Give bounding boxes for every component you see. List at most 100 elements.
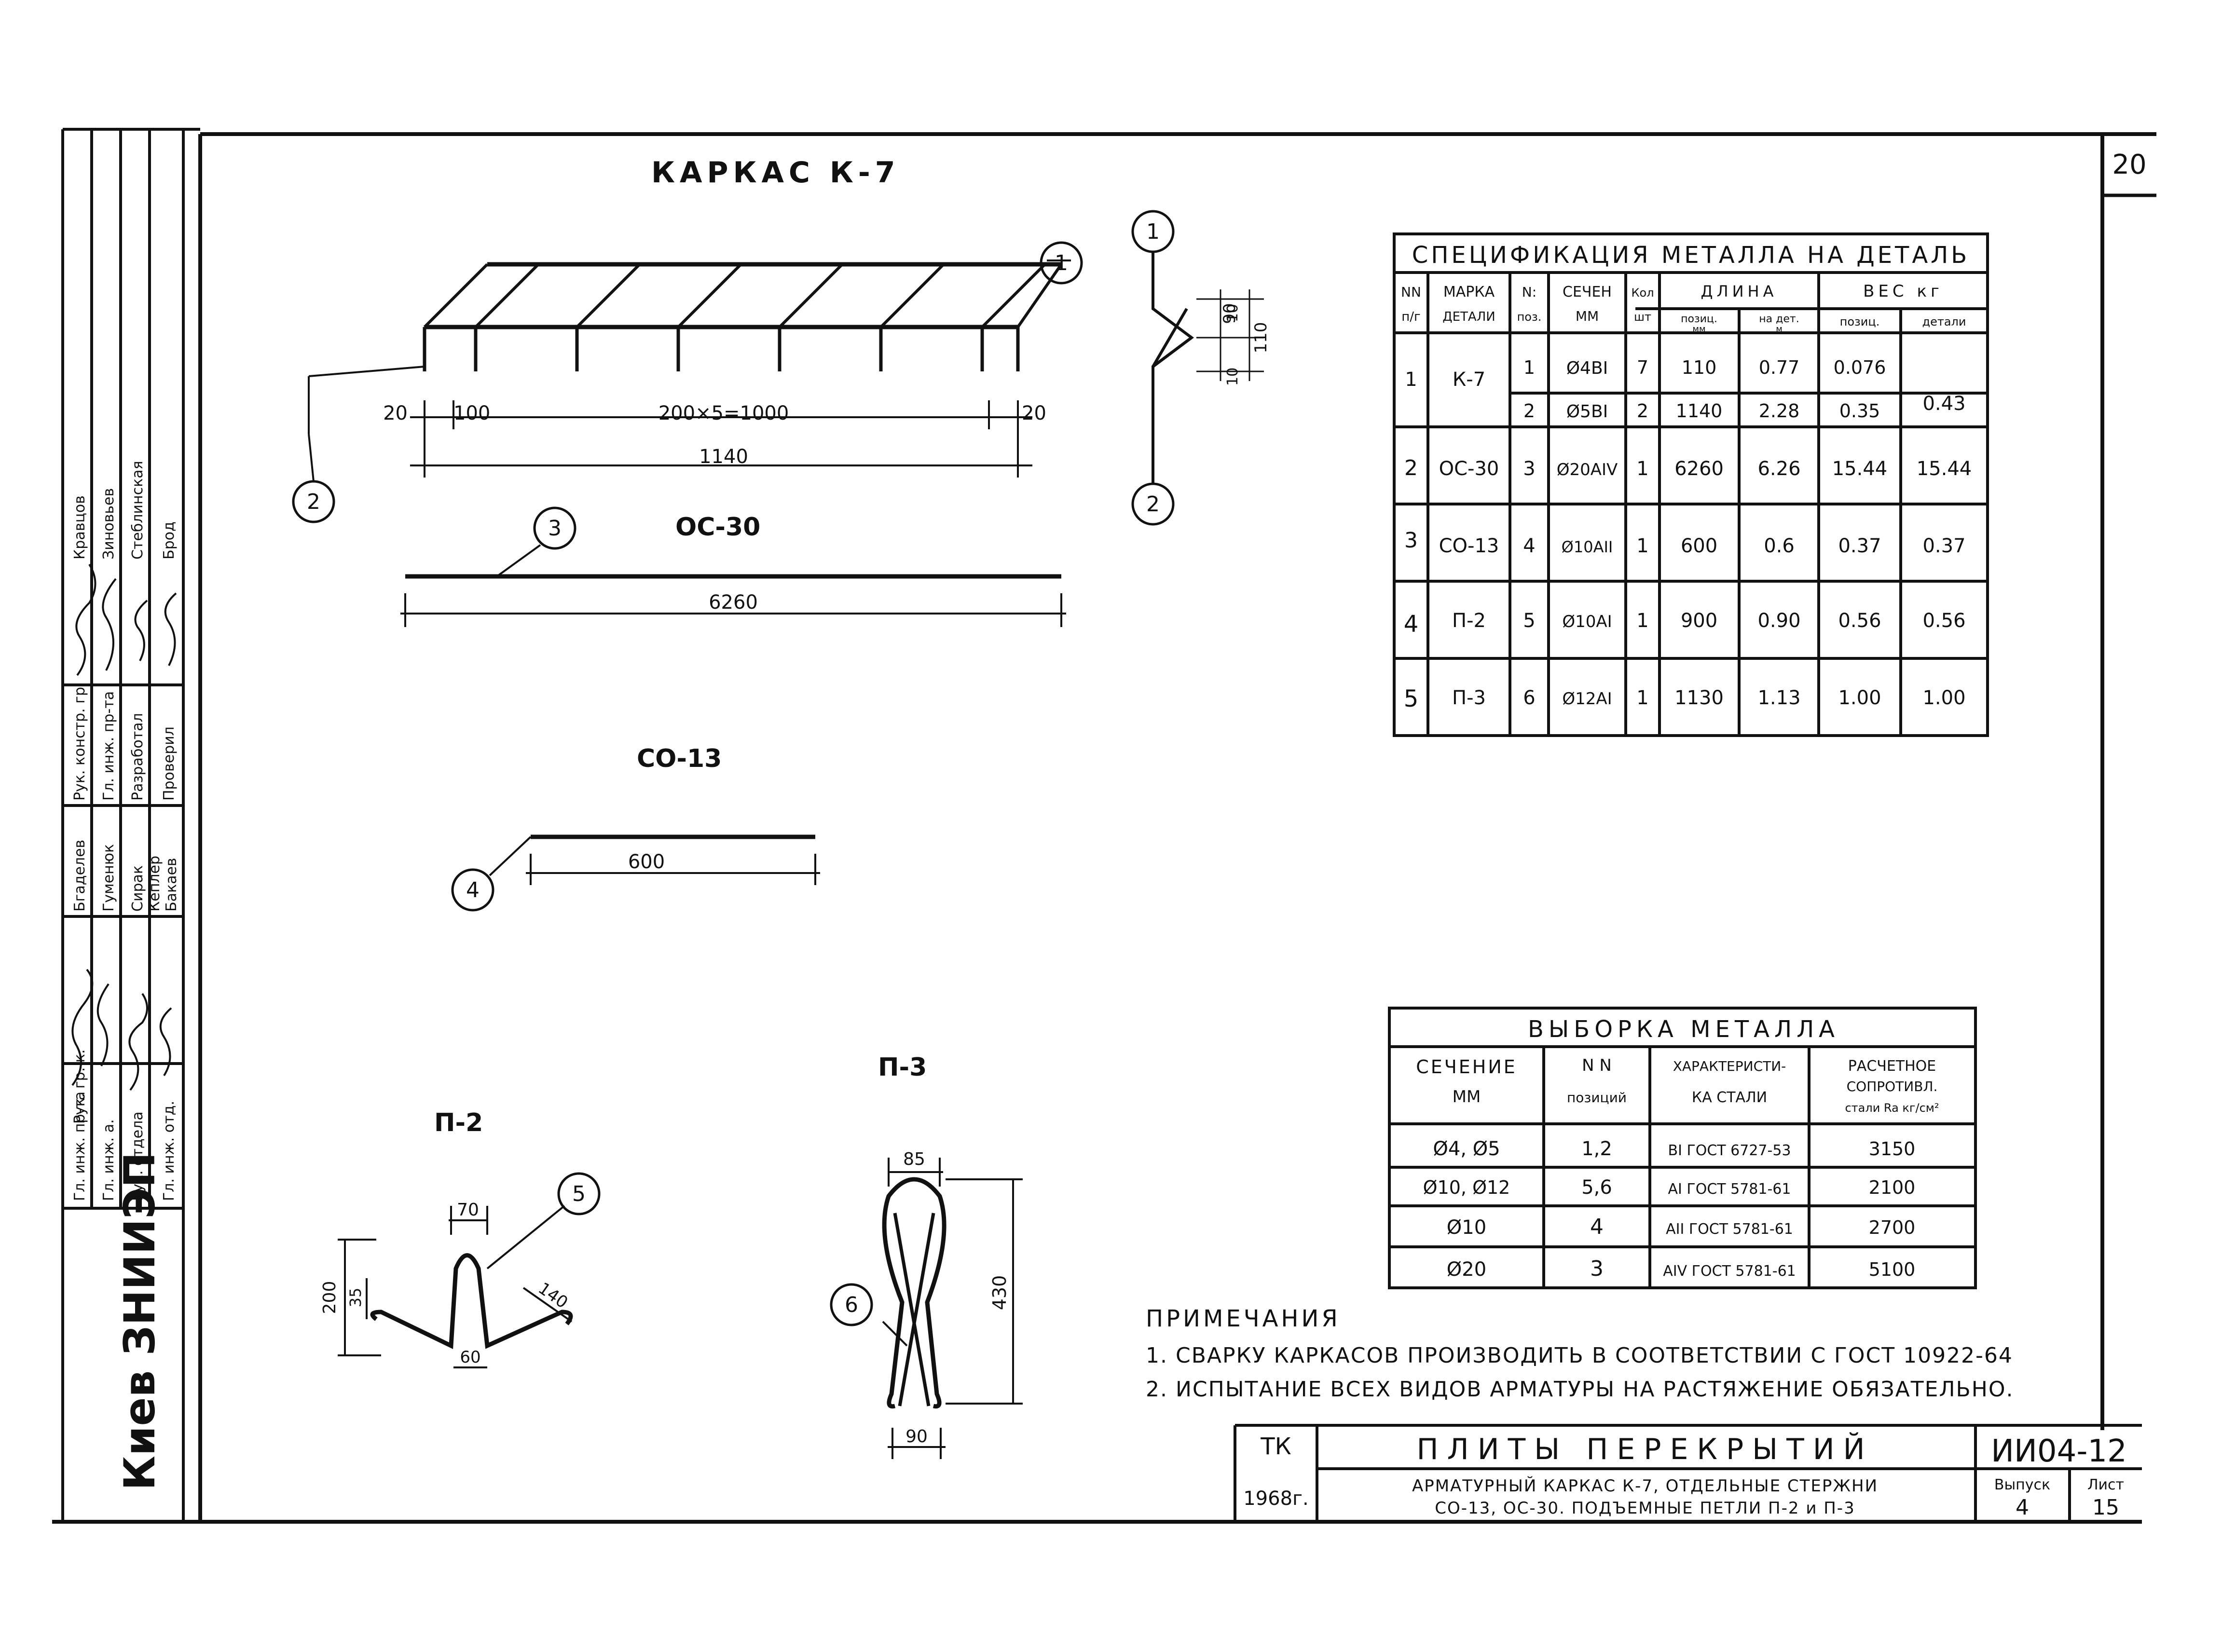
spec-cell: Ø4ВI <box>1566 358 1608 378</box>
spec-h-npos: N: <box>1522 284 1536 300</box>
spec-cell: 7 <box>1637 357 1648 378</box>
co13-title: СО-13 <box>637 744 722 773</box>
stamp-tk: ТК <box>1260 1433 1291 1460</box>
selection-table: ВЫБОРКА МЕТАЛЛА СЕЧЕНИЕ ММ N N позиций Х… <box>1388 1007 1977 1289</box>
stamp-desc-1: АРМАТУРНЫЙ КАРКАС К-7, ОТДЕЛЬНЫЕ СТЕРЖНИ <box>1412 1476 1878 1496</box>
spec-cell: К-7 <box>1453 369 1485 391</box>
spec-cell: 0.6 <box>1764 535 1795 557</box>
side-name: Стеблинская <box>129 461 146 560</box>
spec-h-dl-pos: позиц. <box>1681 313 1717 325</box>
spec-cell: 1 <box>1523 357 1535 378</box>
sheet-number-box: 20 <box>2100 134 2156 197</box>
spec-cell: 110 <box>1682 357 1717 378</box>
loop-p3: П-3 85 430 90 6 <box>830 1053 1023 1459</box>
p3-pos-marker: 6 <box>845 1293 858 1317</box>
sel-cell: 1,2 <box>1581 1138 1612 1160</box>
spec-cell: 900 <box>1681 610 1717 632</box>
side-role: Разработал <box>129 713 146 801</box>
co13-length: 600 <box>628 851 665 873</box>
table-row: 1 К-7 1 Ø4ВI 7 110 0.77 0.076 <box>1405 357 1886 391</box>
spec-h-sech2: ММ <box>1576 308 1599 324</box>
spec-cell: П-3 <box>1452 687 1486 709</box>
bar-co13: СО-13 4 600 <box>451 744 820 912</box>
side-role: Гл. инж. пр-та <box>100 691 117 801</box>
spec-cell: 1 <box>1405 369 1417 391</box>
spec-h-nn2: п/г <box>1401 310 1420 324</box>
p2-dim-200: 200 <box>320 1281 340 1314</box>
spec-cell: СО-13 <box>1439 535 1499 557</box>
note-2: 2. ИСПЫТАНИЕ ВСЕХ ВИДОВ АРМАТУРЫ НА РАСТ… <box>1146 1377 2014 1402</box>
spec-h-dl-pos-mm: мм <box>1692 324 1705 334</box>
side-role: Гл. инж. отд. <box>161 1101 178 1201</box>
spec-cell: Ø10АI <box>1562 612 1612 631</box>
spec-h-dl-det-m: м <box>1776 324 1783 334</box>
spec-cell: 4 <box>1523 535 1535 557</box>
stamp-year: 1968г. <box>1243 1488 1309 1510</box>
k7-dim-100: 100 <box>453 402 490 424</box>
sel-cell: 5100 <box>1869 1259 1916 1280</box>
p2-title: П-2 <box>434 1108 483 1137</box>
sheet-frame <box>52 132 2156 1524</box>
spec-cell: 0.56 <box>1838 610 1881 632</box>
stamp-issue: 4 <box>2016 1495 2029 1520</box>
k7-dim-200x5: 200×5=1000 <box>658 402 789 424</box>
spec-h-dl-det: на дет. <box>1759 313 1799 325</box>
side-role: Проверил <box>161 726 178 801</box>
spec-cell: Ø20АIV <box>1557 460 1618 479</box>
table-row: Ø20 3 АIV ГОСТ 5781-61 5100 <box>1447 1256 1916 1281</box>
p2-dim-60: 60 <box>460 1348 480 1367</box>
p3-dim-85: 85 <box>903 1149 925 1169</box>
side-name: Кравцов <box>71 495 88 560</box>
oc30-length: 6260 <box>709 591 758 614</box>
spec-cell: 15.44 <box>1832 458 1888 480</box>
table-row: 2 Ø5ВI 2 1140 2.28 0.35 0.43 <box>1523 393 1966 422</box>
sel-cell: Ø20 <box>1447 1258 1486 1281</box>
spec-cell: 6 <box>1523 687 1535 709</box>
sel-cell: 3 <box>1590 1256 1604 1281</box>
table-row: 4 П-2 5 Ø10АI 1 900 0.90 0.56 0.56 <box>1404 610 1966 638</box>
sel-h-nn2: позиций <box>1567 1090 1627 1106</box>
stamp-desc-2: СО-13, ОС-30. ПОДЪЕМНЫЕ ПЕТЛИ П-2 и П-3 <box>1435 1499 1855 1518</box>
side-name: Бакаев <box>163 858 180 912</box>
spec-cell: 0.77 <box>1759 357 1800 378</box>
spec-cell: 0.43 <box>1922 393 1965 415</box>
side-name: Зиновьев <box>100 488 117 560</box>
stamp-issue-label: Выпуск <box>1994 1476 2050 1493</box>
table-row: 3 СО-13 4 Ø10АII 1 600 0.6 0.37 0.37 <box>1404 528 1966 557</box>
side-name: Гуменюк <box>100 844 117 912</box>
sel-h-har2: КА СТАЛИ <box>1692 1089 1767 1106</box>
spec-cell: 3 <box>1523 458 1535 480</box>
spec-cell: 2 <box>1637 400 1648 422</box>
spec-cell: 2.28 <box>1759 400 1800 422</box>
spec-cell: 4 <box>1404 611 1419 638</box>
spec-h-ves: ВЕС кг <box>1863 282 1943 301</box>
spec-cell: 0.56 <box>1922 610 1965 632</box>
spec-cell: 5 <box>1404 685 1419 712</box>
oc30-pos-marker: 3 <box>548 516 562 541</box>
notes: ПРИМЕЧАНИЯ 1. СВАРКУ КАРКАСОВ ПРОИЗВОДИТ… <box>1146 1305 2014 1402</box>
spec-cell: 1 <box>1636 458 1648 480</box>
sel-h-har: ХАРАКТЕРИСТИ- <box>1673 1058 1786 1074</box>
spec-cell: 0.35 <box>1839 400 1880 422</box>
k7-dim-total: 1140 <box>699 446 748 468</box>
notes-title: ПРИМЕЧАНИЯ <box>1146 1305 1341 1332</box>
spec-h-marka2: ДЕТАЛИ <box>1442 310 1495 324</box>
spec-cell: 2 <box>1523 400 1535 422</box>
sel-cell: 2100 <box>1869 1177 1916 1198</box>
side-name: Бгаделев <box>71 840 88 912</box>
karkas-k7: КАРКАС К-7 <box>292 156 1271 526</box>
p3-dim-90: 90 <box>905 1427 928 1447</box>
spec-cell: 6260 <box>1674 458 1724 480</box>
table-row: Ø10, Ø12 5,6 АI ГОСТ 5781-61 2100 <box>1423 1176 1916 1199</box>
k7-frame-drawing <box>425 262 1061 329</box>
stamp-title: ПЛИТЫ ПЕРЕКРЫТИЙ <box>1416 1432 1873 1466</box>
p2-dim-35: 35 <box>346 1288 365 1308</box>
spec-cell: 1.00 <box>1838 687 1881 709</box>
spec-h-dlina: ДЛИНА <box>1701 282 1778 300</box>
co13-pos-marker: 4 <box>466 878 480 902</box>
side-org: Киев ЗНИИЭП <box>115 1152 165 1490</box>
spec-cell: 1 <box>1636 535 1648 557</box>
spec-cell: ОС-30 <box>1439 458 1499 480</box>
stamp-sheet: 15 <box>2092 1495 2119 1520</box>
